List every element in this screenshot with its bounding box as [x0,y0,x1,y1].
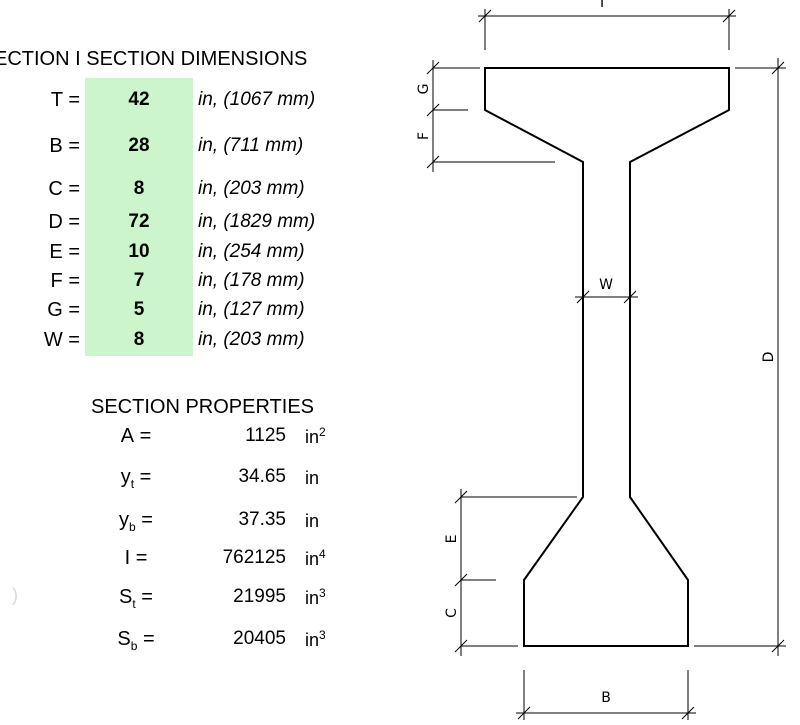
prop-exponent: 3 [319,586,326,600]
prop-label: St = [104,586,168,611]
prop-subscript: t [130,477,135,491]
label-D: D [761,352,777,363]
prop-subscript: b [129,520,136,534]
section-properties-title: SECTION PROPERTIES [91,396,315,418]
label-F: F [416,132,432,140]
dim-unit: in, (1829 mm) [198,211,316,232]
prop-subscript: t [132,597,136,611]
label-C: C [444,608,460,618]
dim-label: G = [47,299,80,321]
dimension-line-D [694,58,786,656]
dim-value[interactable]: 5 [133,299,145,320]
prop-value: 1125 [245,425,286,446]
prop-symbol: A [120,425,135,447]
dim-label: T = [50,89,80,111]
input-cells-highlight [85,78,193,356]
dim-label: E = [49,241,80,263]
prop-unit-text: in [305,468,320,488]
dim-label: D = [48,211,80,233]
prop-exponent: 4 [319,547,326,561]
label-T: T [597,0,607,11]
prop-unit: in3 [305,586,326,609]
prop-label: yb = [104,509,168,534]
dim-unit: in, (203 mm) [198,178,305,199]
stray-mark: ) [12,585,18,605]
dimension-line-T [478,9,736,50]
dim-label: W = [43,329,80,351]
property-row-yb: yb = 37.35 in [0,509,380,539]
prop-value: 21995 [233,586,286,607]
dim-unit: in, (711 mm) [198,135,304,156]
prop-unit-text: in [305,511,320,531]
prop-unit: in [305,509,319,532]
property-row-I: I = 762125 in4 [0,547,380,577]
prop-symbol: y [120,466,131,488]
prop-subscript: b [130,639,138,653]
prop-symbol: y [119,509,130,531]
prop-label: A = [104,425,168,450]
prop-unit: in4 [305,547,326,570]
prop-label: Sb = [104,628,168,653]
prop-equals: = [135,509,153,531]
label-G: G [416,84,432,95]
dim-value[interactable]: 10 [128,241,150,262]
prop-value: 37.35 [238,509,286,530]
property-row-yt: yt = 34.65 in [0,466,380,496]
prop-unit-text: in [305,549,320,569]
dim-label: F = [50,270,80,292]
prop-equals: = [135,586,153,608]
prop-symbol: S [119,586,133,608]
prop-label: yt = [104,466,168,491]
property-row-St: St = 21995 in3 [0,586,380,616]
prop-unit: in2 [305,425,326,448]
prop-unit-text: in [305,588,320,608]
prop-value: 20405 [233,628,286,649]
prop-value: 762125 [222,547,286,568]
dim-value[interactable]: 72 [128,211,150,232]
prop-unit: in3 [305,628,326,651]
dimension-line-G-F [426,60,555,172]
dim-unit: in, (254 mm) [198,241,305,262]
dim-value[interactable]: 28 [128,135,150,156]
section-dimensions-title: ECTION I SECTION DIMENSIONS [0,48,308,70]
prop-equals: = [134,466,152,488]
property-row-Sb: Sb = 20405 in3 [0,628,380,658]
prop-value: 34.65 [238,466,286,487]
dim-value[interactable]: 8 [133,329,145,350]
dim-value[interactable]: 8 [133,178,145,199]
prop-equals: = [137,628,155,650]
property-row-A: A = 1125 in2 [0,425,380,455]
prop-exponent: 3 [319,628,326,642]
dimension-line-E-C [454,489,577,656]
dimension-line-W [575,290,638,304]
prop-equals: = [134,425,152,447]
prop-equals: = [130,547,148,569]
dim-value[interactable]: 42 [128,89,150,110]
dim-unit: in, (127 mm) [198,299,305,320]
prop-symbol: I [124,547,131,569]
prop-symbol: S [117,628,131,650]
label-E: E [444,535,460,544]
dimension-line-B [516,670,696,720]
prop-unit: in [305,466,319,489]
label-W: W [599,277,613,293]
prop-unit-text: in [305,427,320,447]
dim-label: C = [48,178,80,200]
dim-value[interactable]: 7 [133,270,145,291]
prop-unit-text: in [305,630,320,650]
dim-unit: in, (203 mm) [198,329,305,350]
dim-unit: in, (178 mm) [198,270,305,291]
ibeam-outline [484,67,730,647]
label-B: B [601,690,611,706]
dim-label: B = [49,135,80,157]
prop-exponent: 2 [319,425,326,439]
prop-label: I = [104,547,168,572]
dim-unit: in, (1067 mm) [198,89,316,110]
